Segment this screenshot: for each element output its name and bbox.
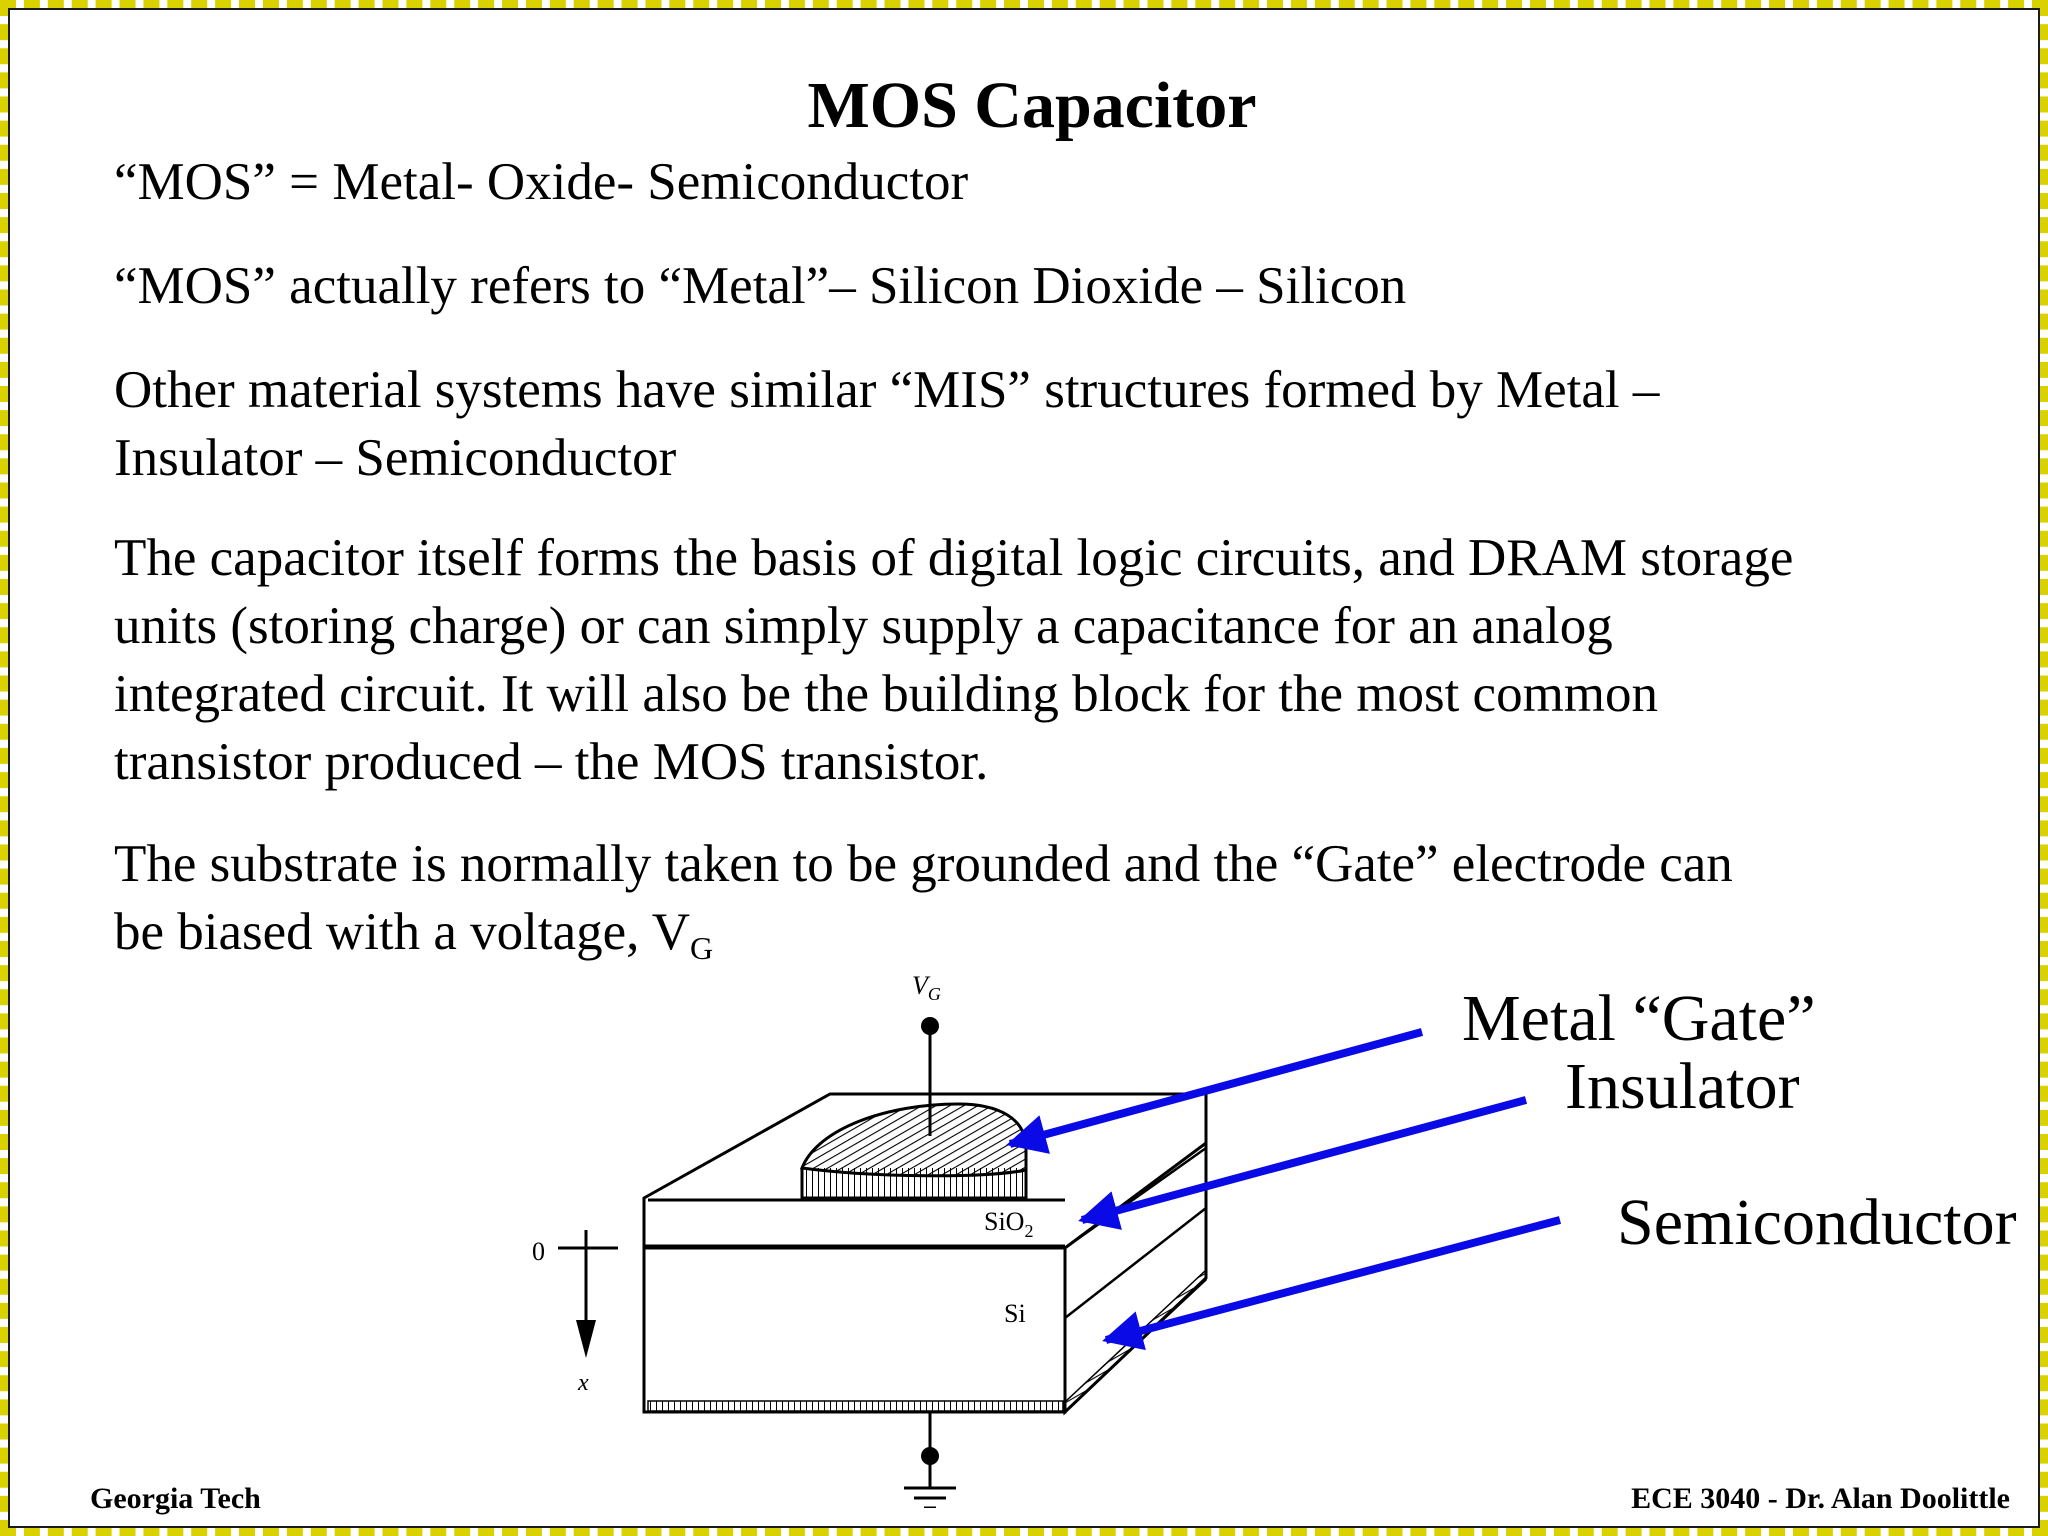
paragraph-capacitor-uses: The capacitor itself forms the basis of … (114, 524, 1793, 796)
mos-capacitor-diagram: VG SiO2 Si 0 x (532, 971, 1562, 1508)
depth-axis: 0 x (532, 1230, 618, 1396)
slide-title: MOS Capacitor (807, 69, 1257, 142)
paragraph-line: Other material systems have similar “MIS… (114, 361, 1660, 419)
callout-insulator: Insulator (1565, 1050, 1800, 1123)
paragraph-line: transistor produced – the MOS transistor… (114, 733, 989, 791)
vg-subscript: G (690, 930, 714, 966)
paragraph-line: units (storing charge) or can simply sup… (114, 597, 1613, 655)
paragraph-line: “MOS” = Metal- Oxide- Semiconductor (114, 153, 969, 211)
paragraph-line: Insulator – Semiconductor (114, 429, 677, 487)
vg-label: VG (912, 971, 941, 1004)
sio2-label: SiO2 (984, 1207, 1033, 1241)
semiconductor-arrow (1102, 1216, 1562, 1351)
paragraph-line: be biased with a voltage, VG (114, 898, 1733, 982)
paragraph-line: “MOS” actually refers to “Metal”– Silico… (114, 257, 1407, 315)
callout-metal-gate: Metal “Gate” (1462, 982, 1816, 1055)
footer-course: ECE 3040 - Dr. Alan Doolittle (1631, 1482, 2010, 1515)
paragraph-line-text: be biased with a voltage, V (114, 903, 690, 961)
paragraph-mos-definition: “MOS” = Metal- Oxide- Semiconductor (114, 148, 968, 216)
insulator-arrow (1078, 1096, 1528, 1230)
paragraph-mis-structures: Other material systems have similar “MIS… (114, 356, 1659, 492)
metal-gate (799, 1102, 1028, 1200)
si-label: Si (1004, 1299, 1026, 1328)
gate-terminal (921, 1017, 939, 1035)
paragraph-line: The substrate is normally taken to be gr… (114, 835, 1733, 893)
axis-zero-label: 0 (532, 1237, 545, 1266)
gate-arrow (1006, 1028, 1424, 1154)
axis-x-label: x (577, 1370, 589, 1396)
callout-arrows (1006, 1028, 1562, 1351)
callout-semiconductor: Semiconductor (1617, 1186, 2017, 1259)
paragraph-mos-meaning: “MOS” actually refers to “Metal”– Silico… (114, 252, 1406, 320)
footer-institution: Georgia Tech (90, 1482, 261, 1515)
paragraph-gate-bias: The substrate is normally taken to be gr… (114, 830, 1733, 982)
ground-symbol (904, 1412, 956, 1508)
paragraph-line: integrated circuit. It will also be the … (114, 665, 1659, 723)
paragraph-line: The capacitor itself forms the basis of … (114, 529, 1794, 587)
